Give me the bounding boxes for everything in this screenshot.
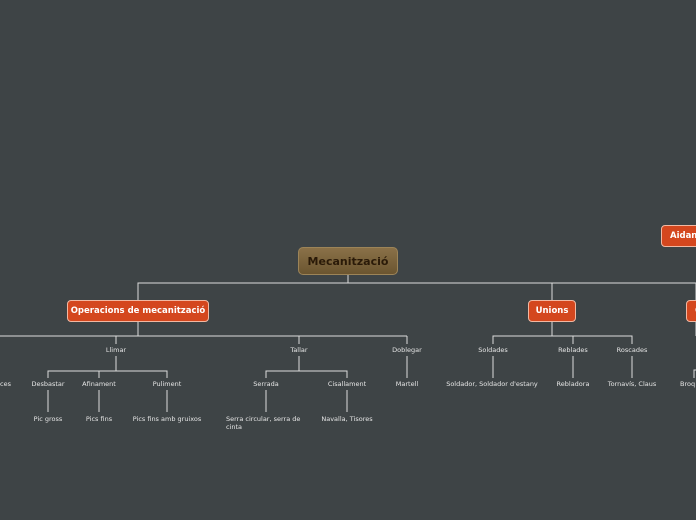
node-soldades[interactable]: Soldades [478,346,508,354]
node-reblades[interactable]: Reblades [558,346,588,354]
node-pics-fins-gruixos[interactable]: Pics fins amb gruixos [132,415,202,423]
node-rebladora[interactable]: Rebladora [556,380,590,388]
node-afinament[interactable]: Afinament [82,380,116,388]
connector-level1-bus [137,282,696,300]
node-unions[interactable]: Unions [528,300,576,322]
node-aidant[interactable]: Aidan [661,225,696,247]
node-puliment[interactable]: Puliment [152,380,182,388]
node-llimar[interactable]: Llimar [105,346,127,354]
node-soldador[interactable]: Soldador, Soldador d'estany [446,380,538,388]
node-roscades[interactable]: Roscades [616,346,648,354]
node-pic-gross[interactable]: Pic gross [33,415,63,423]
node-serra[interactable]: Serra circular, serra de cinta [226,415,301,431]
root-node[interactable]: Mecanització [298,247,398,275]
node-tornavis[interactable]: Tornavís, Claus [607,380,657,388]
node-martell[interactable]: Martell [395,380,419,388]
node-navalla[interactable]: Navalla, Tisores [321,415,373,423]
node-cut-left[interactable]: ces [0,380,11,388]
node-serrada[interactable]: Serrada [253,380,279,388]
node-pics-fins[interactable]: Pics fins [85,415,113,423]
node-broq-cut[interactable]: Broq [680,380,696,388]
node-cisallament[interactable]: Cisallament [327,380,367,388]
node-operacions[interactable]: Operacions de mecanització [67,300,209,322]
node-tallar[interactable]: Tallar [290,346,308,354]
node-desbastar[interactable]: Desbastar [31,380,65,388]
node-doblegar[interactable]: Doblegar [392,346,422,354]
node-right-cut[interactable]: O [686,300,696,322]
